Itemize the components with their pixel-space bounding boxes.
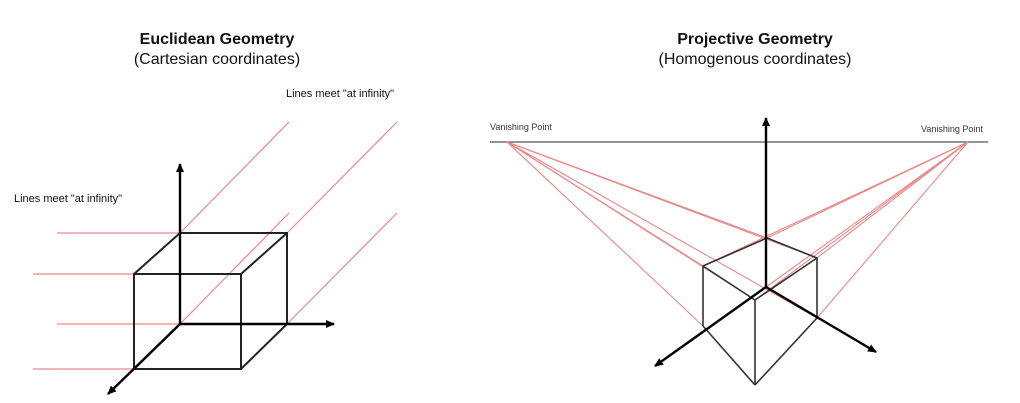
vanishing-ray (506, 141, 704, 327)
parallel-line (286, 121, 398, 234)
z-axis-arrow (107, 323, 181, 395)
projective-subtitle: (Homogenous coordinates) (658, 51, 852, 68)
cube-edge (240, 323, 288, 370)
euclidean-horizontal-parallels (33, 232, 180, 370)
cube-edge (702, 325, 756, 386)
euclidean-diagonal-parallels (179, 121, 398, 325)
vanishing-point-label-right: Vanishing Point (921, 124, 983, 134)
vanishing-ray (816, 141, 969, 319)
cube-edge (133, 232, 181, 275)
parallel-line (179, 212, 290, 325)
parallel-line (286, 212, 398, 325)
left-axis-arrow (654, 286, 767, 367)
right-vanishing-rays (702, 141, 969, 319)
cube-front-face (133, 273, 242, 370)
right-axis-arrow (765, 285, 877, 354)
euclidean-panel (33, 121, 398, 395)
cube-edge (240, 232, 288, 275)
euclidean-title: Euclidean Geometry (139, 31, 295, 48)
euclidean-note-upper: Lines meet "at infinity" (286, 88, 395, 100)
euclidean-axes (107, 163, 335, 395)
projective-cube (702, 237, 818, 386)
projective-panel (490, 117, 988, 386)
cube-edge (754, 317, 818, 386)
vanishing-ray (754, 141, 969, 301)
projective-axes (654, 117, 877, 367)
vanishing-ray (506, 141, 818, 319)
vanishing-point-label-left: Vanishing Point (490, 122, 552, 132)
projective-title: Projective Geometry (677, 31, 833, 48)
vanishing-ray (765, 141, 969, 288)
vanishing-ray (702, 141, 969, 267)
parallel-line (179, 121, 290, 234)
euclidean-note-left: Lines meet "at infinity" (14, 193, 123, 205)
euclidean-cube (133, 232, 288, 370)
euclidean-subtitle: (Cartesian coordinates) (133, 51, 301, 68)
